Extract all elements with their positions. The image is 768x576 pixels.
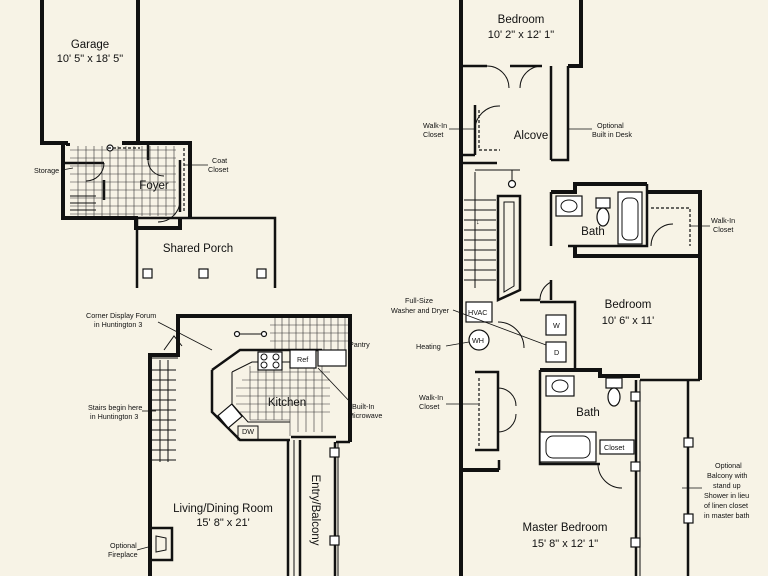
optional-balcony-label-5: of linen closet bbox=[704, 501, 748, 510]
kitchen-sink bbox=[217, 403, 243, 429]
walk-in-closet-bottom-label-2: Closet bbox=[419, 402, 439, 411]
foyer-tile-grid bbox=[70, 146, 176, 216]
refrigerator bbox=[289, 349, 317, 369]
foyer-label: Foyer bbox=[139, 180, 169, 192]
optional-balcony-label-4: Shower in lieu bbox=[704, 491, 749, 500]
bottom-bath-sink bbox=[545, 375, 575, 397]
garage-foyer-block bbox=[40, 0, 192, 230]
wh-label: WH bbox=[472, 336, 484, 345]
optional-desk-label-1: Optional bbox=[597, 121, 624, 130]
garage-dimensions: 10' 5" x 18' 5" bbox=[57, 53, 124, 65]
master-bedroom-label: Master Bedroom bbox=[522, 522, 607, 534]
washer-label: W bbox=[553, 321, 560, 330]
optional-balcony-label-1: Optional bbox=[715, 461, 742, 470]
bedroom-top-label: Bedroom bbox=[498, 14, 545, 26]
optional-balcony-label-6: in master bath bbox=[704, 511, 750, 520]
storage-door-swing bbox=[85, 162, 105, 182]
optional-desk-label-2: Built in Desk bbox=[592, 130, 632, 139]
water-heater bbox=[468, 329, 490, 351]
front-door-swing bbox=[157, 199, 181, 223]
optional-fireplace-label-1: Optional bbox=[110, 541, 137, 550]
bath-bottom-label: Bath bbox=[576, 407, 600, 419]
walk-in-closet-bottom-label-1: Walk-In bbox=[419, 393, 443, 402]
kitchen-label: Kitchen bbox=[268, 397, 306, 409]
stairs-begin-label-1: Stairs begin here bbox=[88, 403, 142, 412]
coat-closet-label-2: Closet bbox=[208, 165, 228, 174]
kitchen-floor-tiles bbox=[236, 366, 330, 436]
upstairs-stair-treads bbox=[464, 172, 496, 288]
bedroom-mid-dimensions: 10' 6" x 11' bbox=[602, 315, 655, 327]
svg-text:↓: ↓ bbox=[476, 217, 480, 226]
dryer-label: D bbox=[554, 348, 559, 357]
optional-balcony-label-3: stand up bbox=[713, 481, 741, 490]
living-dining-dimensions: 15' 8" x 21' bbox=[196, 517, 249, 529]
living-dining-label: Living/Dining Room bbox=[173, 503, 273, 515]
storage-label: Storage bbox=[34, 166, 59, 175]
kitchen-tile-strip bbox=[270, 318, 348, 350]
walk-in-closet-right-label-2: Closet bbox=[713, 225, 733, 234]
kitchen-living-block bbox=[148, 314, 352, 576]
closet-label: Closet bbox=[604, 443, 624, 452]
walk-in-closet-top-label-2: Closet bbox=[423, 130, 443, 139]
top-bath-toilet-tank bbox=[595, 197, 611, 209]
optional-balcony-label-2: Balcony with bbox=[707, 471, 747, 480]
washer-dryer-label-1: Full-Size bbox=[405, 296, 433, 305]
garage-label: Garage bbox=[71, 39, 109, 51]
top-bath-sink bbox=[555, 195, 583, 217]
shared-porch-label: Shared Porch bbox=[163, 243, 233, 255]
bedroom-mid-label: Bedroom bbox=[605, 299, 652, 311]
corner-display-label-1: Corner Display Forum bbox=[86, 311, 156, 320]
corner-display-label-2: in Huntington 3 bbox=[94, 320, 142, 329]
bottom-bath-toilet-tank bbox=[605, 377, 623, 389]
washer-dryer-label-2: Washer and Dryer bbox=[391, 306, 450, 315]
built-in-microwave-label-2: Microwave bbox=[348, 411, 382, 420]
linen-closet bbox=[599, 439, 635, 455]
built-in-microwave-label-1: Built-In bbox=[352, 402, 374, 411]
kitchen-range bbox=[257, 351, 283, 371]
dryer bbox=[545, 341, 567, 363]
shared-porch bbox=[135, 216, 277, 288]
bedroom-top-dimensions: 10' 2" x 12' 1" bbox=[488, 29, 555, 41]
upper-floor-block: ↓ bbox=[459, 0, 702, 576]
entry-balcony-label: Entry/Balcony bbox=[309, 475, 321, 546]
walk-in-closet-right-label-1: Walk-In bbox=[711, 216, 735, 225]
optional-fireplace-label-2: Fireplace bbox=[108, 550, 138, 559]
stairs-begin-label-2: in Huntington 3 bbox=[90, 412, 138, 421]
stair-treads bbox=[152, 360, 176, 462]
dw-label: DW bbox=[242, 427, 254, 436]
alcove-label: Alcove bbox=[514, 130, 549, 142]
washer bbox=[545, 314, 567, 336]
hvac-label: HVAC bbox=[468, 308, 487, 317]
coat-closet-label-1: Coat bbox=[212, 156, 227, 165]
master-bedroom-dimensions: 15' 8" x 12' 1" bbox=[532, 538, 599, 550]
heating-label: Heating bbox=[416, 342, 441, 351]
pantry-label: Pantry bbox=[349, 340, 370, 349]
bath-top-label: Bath bbox=[581, 226, 605, 238]
pantry-box bbox=[317, 349, 347, 367]
walk-in-closet-top-label-1: Walk-In bbox=[423, 121, 447, 130]
ref-label: Ref bbox=[297, 355, 308, 364]
